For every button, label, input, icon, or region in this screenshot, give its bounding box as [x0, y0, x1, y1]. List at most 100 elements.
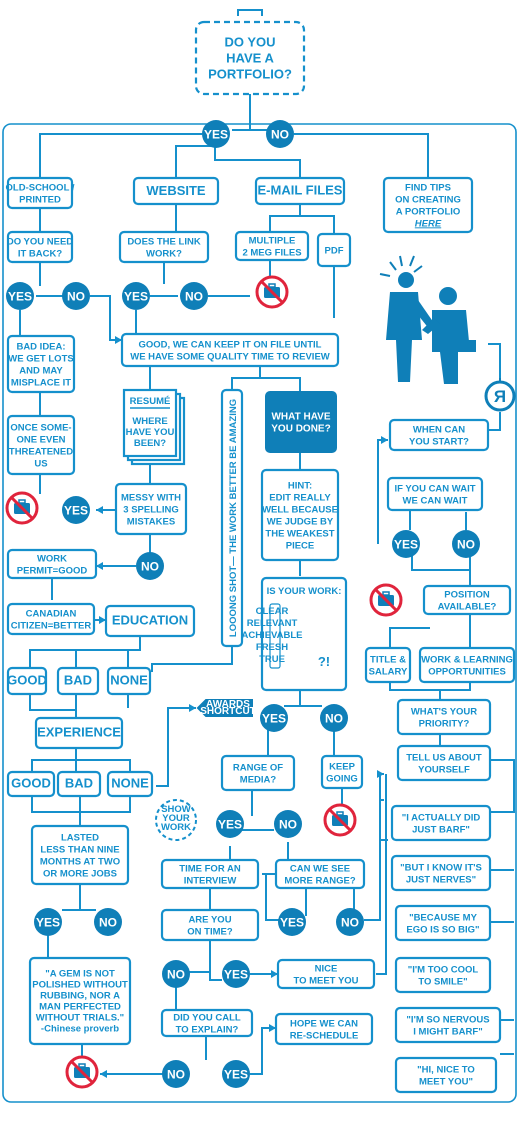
arrowhead — [271, 970, 278, 978]
start-bracket — [237, 9, 263, 16]
node-none2: NONE — [106, 770, 154, 798]
answer-no-circle: NO — [274, 810, 302, 838]
node-text: MESSY WITH — [121, 492, 181, 503]
find-tips-here-link[interactable]: HERE — [415, 218, 442, 229]
node-text: WELL BECAUSE — [262, 504, 338, 515]
answer-yes-circle: YES — [122, 282, 150, 310]
node-text: MISPLACE IT — [11, 377, 71, 388]
arrowhead — [100, 1070, 107, 1078]
node-text: "BUT I KNOW IT'S — [400, 862, 482, 873]
node-text: YOU START? — [409, 436, 469, 447]
node-text: MULTIPLE — [249, 235, 296, 246]
logo-badge: Я — [484, 380, 516, 412]
node-text: GOOD — [11, 775, 51, 790]
node-text: PRIORITY? — [419, 718, 470, 729]
node-text: POSITION — [444, 589, 490, 600]
node-text: DOES THE LINK — [127, 236, 201, 247]
node-bad2: BAD — [56, 770, 102, 798]
node-email: E-MAIL FILES — [254, 176, 346, 206]
answer-yes-label: YES — [36, 916, 60, 930]
answer-yes-circle: YES — [260, 704, 288, 732]
resume-question: HAVE YOU — [126, 427, 175, 438]
node-good1: GOOD — [6, 666, 48, 696]
node-text: YOU DONE? — [271, 423, 330, 434]
node-text: "HI, NICE TO — [417, 1064, 475, 1075]
rejected-portfolio-icon — [5, 491, 39, 525]
node-text: POLISHED WITHOUT — [32, 980, 128, 991]
node-text: "A GEM IS NOT — [45, 969, 115, 980]
logo-glyph: Я — [494, 387, 506, 406]
answer-no-label: NO — [325, 712, 343, 726]
node-text: CANADIAN — [26, 608, 77, 619]
arrowhead — [381, 436, 388, 444]
answer-yes-label: YES — [64, 504, 88, 518]
node-text: IT BACK? — [18, 248, 63, 259]
node-text: OPPORTUNITIES — [428, 666, 506, 677]
answer-yes-circle: YES — [216, 810, 244, 838]
node-text: AND MAY — [19, 365, 63, 376]
answer-yes-circle: YES — [278, 908, 306, 936]
node-text: NICE — [315, 963, 338, 974]
rejected-portfolio-icon — [255, 275, 289, 309]
answer-no-circle: NO — [162, 960, 190, 988]
craft-line: CLEAR — [256, 606, 289, 617]
rejected-portfolio-icon — [369, 583, 403, 617]
awards-text: SHORTCUT — [200, 706, 256, 717]
node-text: E-MAIL FILES — [258, 183, 343, 198]
node-text: HOPE WE CAN — [290, 1018, 358, 1029]
craft-title: IS YOUR WORK: — [267, 586, 342, 597]
node-long-shot: LOOONG SHOT— THE WORK BETTER BE AMAZING — [220, 388, 244, 648]
node-text: ONCE SOME- — [10, 422, 71, 433]
node-text: TELL US ABOUT — [406, 752, 482, 763]
connectors — [19, 94, 515, 1075]
node-text: LASTED — [61, 832, 99, 843]
node-text: BAD — [64, 672, 92, 687]
answer-no-circle: NO — [136, 552, 164, 580]
node-text: TO EXPLAIN? — [176, 1024, 239, 1035]
answer-no-circle: NO — [452, 530, 480, 558]
node-text: WE GET LOTS — [8, 353, 73, 364]
node-text: WE CAN WAIT — [403, 495, 468, 506]
node-text: OLD-SCHOOL / — [6, 182, 75, 193]
answer-no-label: NO — [185, 290, 203, 304]
node-text: MEDIA? — [240, 774, 277, 785]
answer-yes-circle: YES — [6, 282, 34, 310]
node-text: RE-SCHEDULE — [290, 1030, 359, 1041]
answer-no-circle: NO — [336, 908, 364, 936]
node-text: PRINTED — [19, 194, 61, 205]
answer-no-circle: NO — [266, 120, 294, 148]
answer-no-circle: NO — [94, 908, 122, 936]
node-text: US — [34, 458, 47, 469]
answer-yes-circle: YES — [222, 960, 250, 988]
node-text: CAN WE SEE — [290, 863, 350, 874]
long-shot-text: LOOONG SHOT— THE WORK BETTER BE AMAZING — [228, 399, 239, 637]
node-text: OR MORE JOBS — [43, 868, 117, 879]
arrowhead — [99, 616, 106, 624]
node-text: EXPERIENCE — [37, 724, 121, 739]
answer-no-label: NO — [341, 916, 359, 930]
node-text: TIME FOR AN — [179, 863, 241, 874]
node-text: KEEP — [329, 761, 356, 772]
node-text: NONE — [111, 775, 149, 790]
node-text: A PORTFOLIO — [396, 206, 461, 217]
resume-question: BEEN? — [134, 438, 166, 449]
arrowhead — [269, 1024, 276, 1032]
node-text: TO MEET YOU — [293, 975, 358, 986]
node-text: DID YOU CALL — [173, 1012, 241, 1023]
craft-line: TRUE — [259, 654, 285, 665]
node-text: CITIZEN=BETTER — [11, 620, 92, 631]
answer-yes-circle: YES — [62, 496, 90, 524]
answer-yes-label: YES — [218, 818, 242, 832]
node-text: INTERVIEW — [184, 875, 237, 886]
node-text: I MIGHT BARF" — [413, 1026, 482, 1037]
answer-yes-label: YES — [8, 290, 32, 304]
node-text: HINT: — [288, 480, 312, 491]
